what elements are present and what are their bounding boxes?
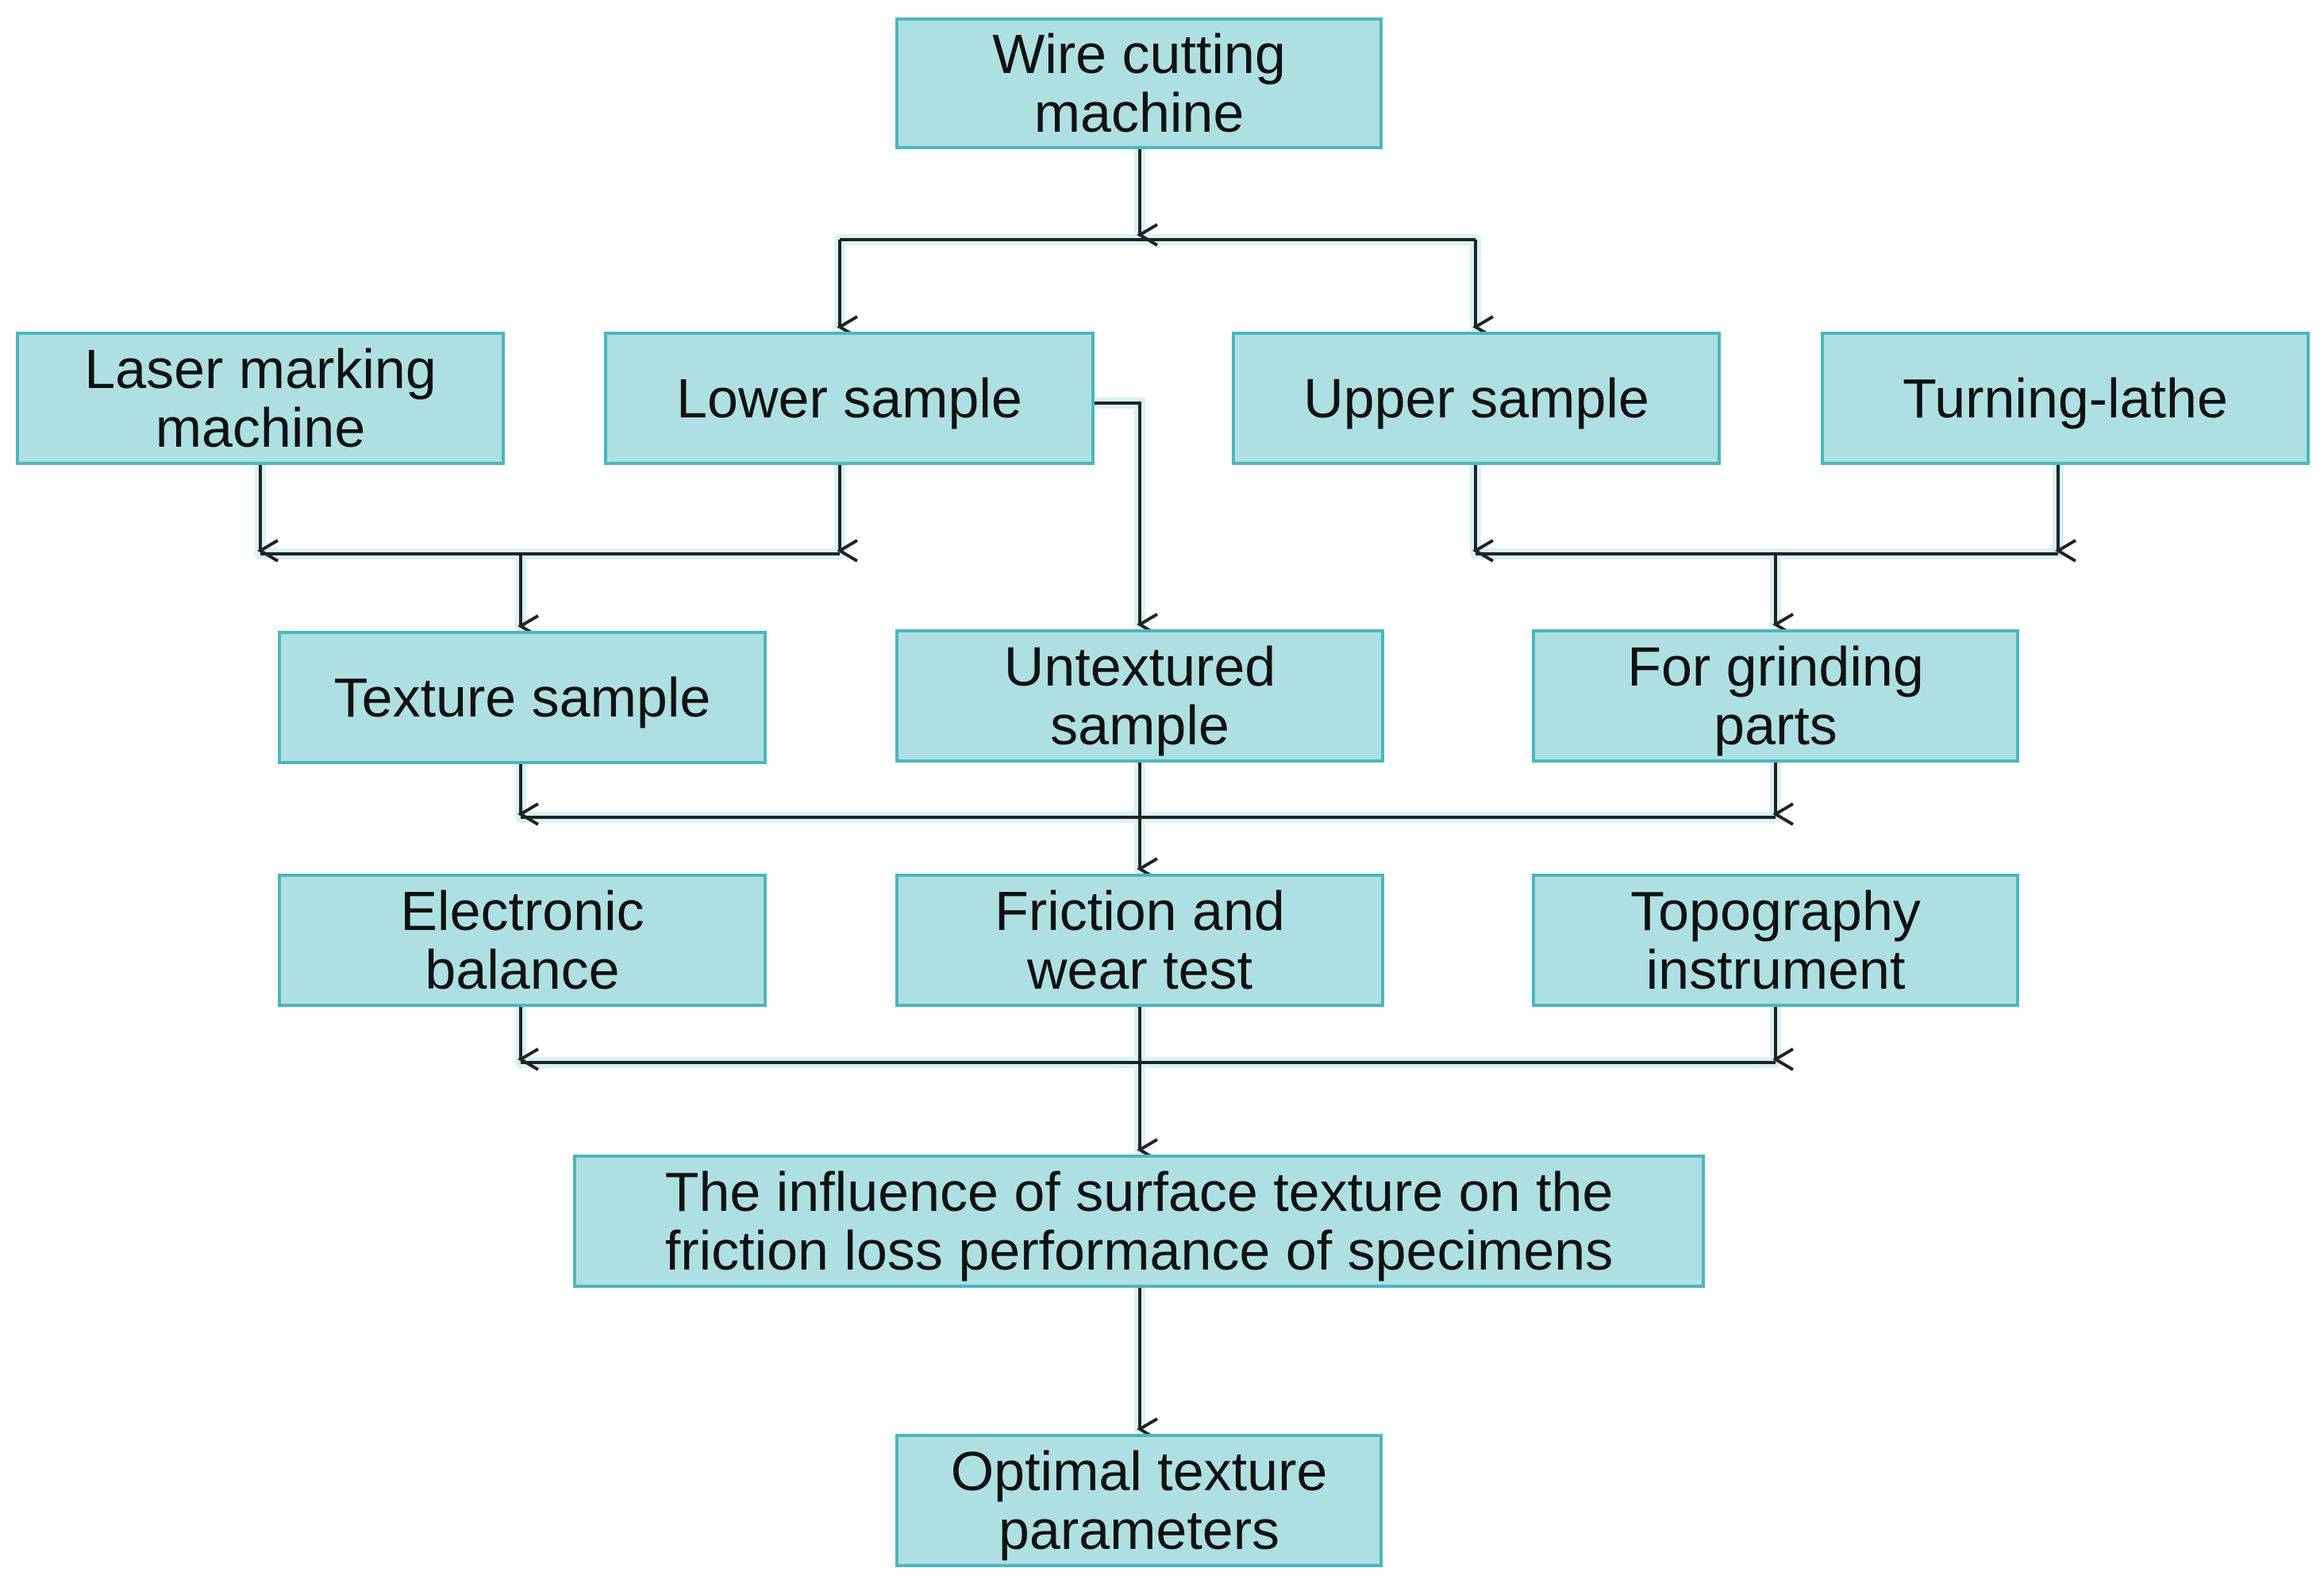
upper-sample-box: Upper sample (1232, 332, 1721, 465)
texture-sample-box: Texture sample (278, 631, 767, 764)
friction-and-wear-test-box: Friction and wear test (895, 874, 1384, 1007)
optimal-texture-parameters-box: Optimal texture parameters (895, 1434, 1383, 1567)
turning-lathe-box: Turning-lathe (1821, 332, 2310, 465)
influence-of-surface-texture-box: The influence of surface texture on the … (573, 1155, 1705, 1288)
untextured-sample-box: Untextured sample (895, 629, 1384, 763)
laser-marking-machine-box: Laser marking machine (16, 332, 505, 465)
wire-cutting-machine-box: Wire cutting machine (895, 17, 1383, 149)
connector-lower-to-untextured (1095, 402, 1159, 636)
electronic-balance-box: Electronic balance (278, 874, 767, 1007)
topography-instrument-box: Topography instrument (1532, 874, 2019, 1007)
lower-sample-box: Lower sample (604, 332, 1095, 465)
connector-lower-to-untextured-glow (1089, 398, 1145, 630)
for-grinding-parts-box: For grinding parts (1532, 629, 2019, 763)
